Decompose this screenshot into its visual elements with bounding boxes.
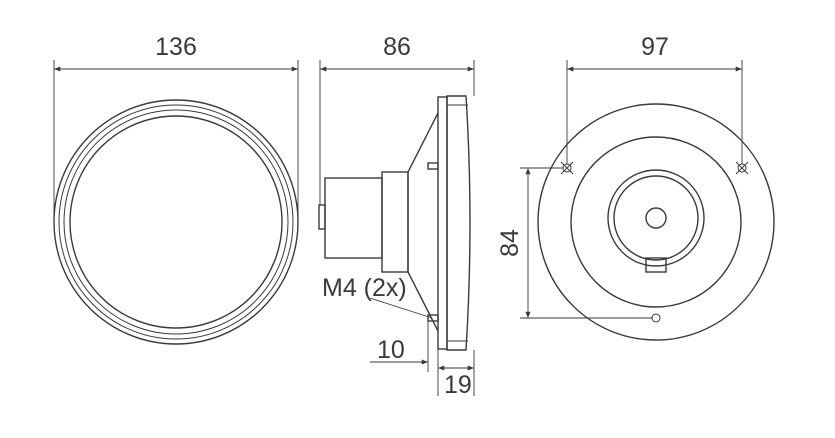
rear-outer-circle	[537, 103, 775, 341]
front-width-label: 136	[155, 33, 197, 61]
rear-socket-outer	[607, 169, 705, 267]
flange-label: 19	[444, 371, 472, 399]
front-outer-rim	[53, 99, 299, 345]
front-lens	[69, 115, 283, 329]
side-neck	[381, 171, 409, 273]
thread-leader	[369, 297, 433, 319]
rear-socket-core	[645, 207, 667, 229]
side-view: 86 M4 (2x) 10 19	[318, 33, 475, 399]
rear-socket-tab	[645, 257, 667, 273]
stud-length-label: 10	[377, 336, 405, 364]
side-stud-top	[427, 162, 439, 170]
front-view: 136	[53, 33, 299, 345]
rear-socket-inner	[613, 175, 699, 261]
side-reflector	[407, 112, 439, 332]
front-rim-ring-3	[63, 109, 289, 335]
thread-label: M4 (2x)	[322, 274, 407, 302]
side-stud-bottom	[427, 314, 439, 322]
rear-height-label: 84	[496, 229, 524, 257]
side-socket-tab	[318, 204, 326, 230]
rear-hole-bottom	[651, 313, 661, 323]
side-flange	[437, 96, 448, 350]
side-depth-label: 86	[383, 33, 411, 61]
side-socket	[324, 177, 383, 259]
side-lens-dome	[446, 95, 471, 351]
rear-view: 97 84	[496, 33, 775, 341]
rear-reflector-circle	[570, 136, 742, 308]
front-rim-ring-2	[58, 104, 294, 340]
rear-spacing-label: 97	[641, 33, 669, 61]
